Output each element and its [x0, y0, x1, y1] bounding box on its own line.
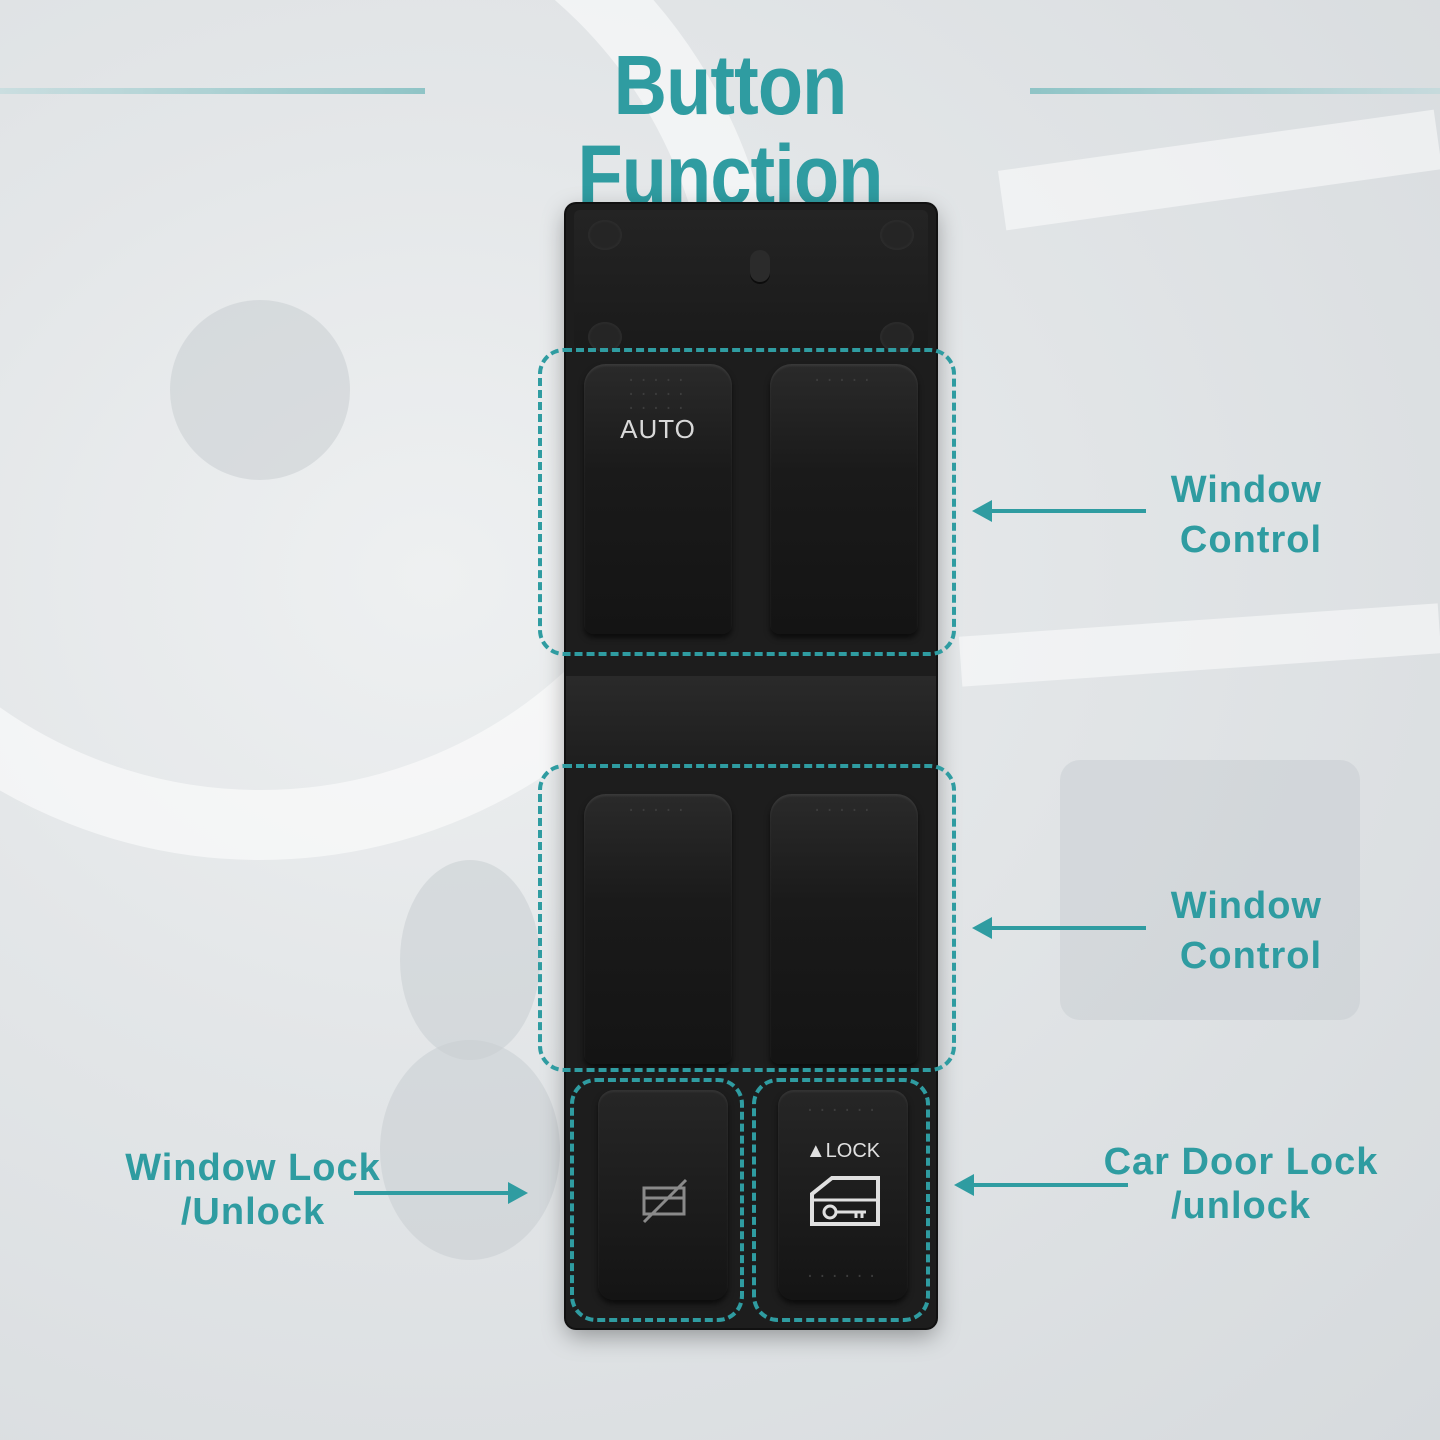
corner-dot: [880, 220, 914, 250]
label-window-control-bottom: Window Control: [1158, 884, 1322, 978]
stalk-blur: [170, 300, 350, 480]
label-line: Window: [1170, 469, 1322, 511]
mount-pin: [750, 250, 770, 282]
highlight-window-lock: [570, 1078, 744, 1322]
grip-dots: ·····: [812, 803, 876, 819]
window-rocker-rear-right[interactable]: ·····: [770, 794, 918, 1064]
arrow-door-lock: [954, 1174, 1128, 1196]
arrow-window-control-bottom: [972, 917, 1146, 939]
label-window-lock: Window Lock /Unlock: [108, 1146, 398, 1234]
grip-dots: ···············: [626, 373, 690, 417]
dash-highlight-2: [958, 603, 1440, 687]
highlight-window-control-top: [538, 348, 956, 656]
grip-dots: ·····: [812, 373, 876, 389]
grip-dots: ······: [805, 1269, 881, 1285]
corner-dot: [588, 220, 622, 250]
label-line: /Unlock: [180, 1191, 326, 1233]
arrow-window-control-top: [972, 500, 1146, 522]
grip-dots: ······: [805, 1103, 881, 1119]
label-line: Control: [1179, 935, 1322, 977]
corner-dot: [588, 322, 622, 352]
grip-dots: ·····: [626, 803, 690, 819]
start-button-blur: [400, 860, 540, 1060]
auto-label: AUTO: [620, 414, 696, 444]
label-door-lock: Car Door Lock /unlock: [1086, 1140, 1396, 1228]
window-rocker-rear-left[interactable]: ·····: [584, 794, 732, 1064]
label-line: Control: [1179, 519, 1322, 561]
window-lock-button[interactable]: [598, 1090, 728, 1300]
highlight-window-control-bottom: [538, 764, 956, 1072]
window-rocker-front-right[interactable]: ·····: [770, 364, 918, 634]
window-lock-crossed-icon: [642, 1178, 688, 1224]
arrow-window-lock: [354, 1182, 528, 1204]
highlight-door-lock: [752, 1078, 930, 1322]
console-blur: [1060, 760, 1360, 1020]
corner-dot: [880, 322, 914, 352]
lock-label: ▲LOCK: [805, 1140, 881, 1162]
title-line-left: [0, 88, 425, 94]
title-row: Button Function: [0, 40, 1440, 220]
label-line: Window: [1170, 885, 1322, 927]
label-window-control-top: Window Control: [1158, 468, 1322, 562]
label-line: /unlock: [1170, 1185, 1312, 1227]
door-lock-key-icon: [810, 1176, 880, 1226]
page-title: Button Function: [577, 38, 883, 222]
window-rocker-front-left[interactable]: ··············· AUTO: [584, 364, 732, 634]
title-line-right: [1030, 88, 1440, 94]
switch-divider: [566, 676, 936, 766]
switch-top-plate: [574, 210, 928, 352]
label-line: Car Door Lock: [1103, 1141, 1379, 1183]
door-lock-button[interactable]: ······ ▲LOCK ······: [778, 1090, 908, 1300]
label-line: Window Lock: [125, 1147, 381, 1189]
ignition-blur: [380, 1040, 560, 1260]
